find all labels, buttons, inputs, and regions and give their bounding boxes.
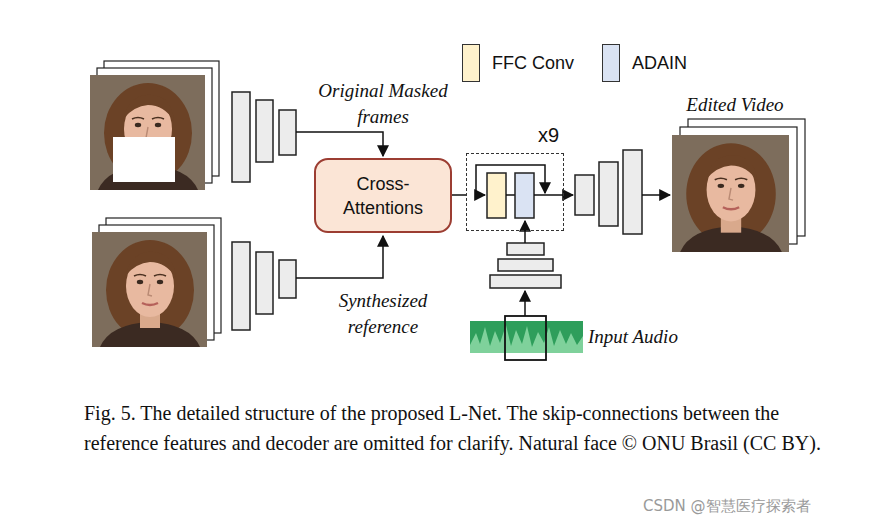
audio-arrow — [524, 291, 526, 316]
node-text: x9 — [538, 124, 559, 147]
legend-text: ADAIN — [632, 53, 687, 74]
audio-window — [505, 316, 546, 360]
legend-swatch — [602, 44, 620, 82]
label-text: Original Masked frames — [318, 80, 447, 127]
legend-item: ADAIN — [602, 44, 687, 82]
label-text: Edited Video — [686, 94, 783, 115]
encoder-block — [279, 110, 296, 155]
audio-block — [490, 275, 561, 288]
audio-label: Input Audio — [588, 324, 708, 350]
encoder-block — [256, 252, 273, 314]
audio-encoder — [490, 243, 561, 288]
face-photo — [672, 135, 789, 252]
face-photo — [90, 75, 205, 190]
attention-box: Cross- Attentions — [314, 158, 452, 233]
waveform-peaks — [470, 325, 583, 353]
label-text: Input Audio — [588, 326, 678, 347]
flow-arrow — [534, 194, 573, 196]
figure-caption: Fig. 5. The detailed structure of the pr… — [84, 402, 821, 454]
audio-waveform — [470, 316, 583, 360]
flow-arrow — [480, 194, 485, 196]
legend-text: FFC Conv — [492, 53, 574, 74]
legend-swatch — [462, 44, 480, 82]
label-text: Synthesized reference — [339, 290, 428, 337]
mask-rect — [113, 137, 175, 182]
adain-block — [515, 173, 534, 218]
audio-block — [507, 243, 544, 255]
decoder — [575, 150, 642, 234]
feature-arrow — [296, 236, 383, 278]
flow-line — [506, 194, 515, 196]
node-text: Cross- Attentions — [330, 172, 436, 220]
flow-connector — [452, 194, 466, 196]
reference-frame-stack — [92, 218, 221, 347]
legend-item: FFC Conv — [462, 44, 574, 82]
waveform-band — [470, 321, 583, 353]
face-photo — [92, 232, 207, 347]
repeat-block: x9 — [466, 153, 564, 231]
output-label: Edited Video — [670, 92, 800, 118]
masked-encoder — [232, 92, 296, 182]
input-label: Original Masked frames — [318, 78, 448, 130]
audio-arrow — [524, 221, 526, 243]
ffc-conv-block — [487, 173, 506, 218]
encoder-block — [279, 260, 296, 298]
label-text: CSDN @智慧医疗探索者 — [643, 497, 811, 515]
reference-encoder — [232, 242, 296, 330]
edited-frame-stack — [672, 119, 805, 252]
figure-caption-box: Fig. 5. The detailed structure of the pr… — [84, 398, 824, 458]
feature-arrow — [296, 132, 383, 156]
encoder-block — [256, 100, 273, 162]
input-label: Synthesized reference — [318, 288, 448, 340]
watermark: CSDN @智慧医疗探索者 — [643, 497, 811, 516]
decoder-block — [575, 175, 594, 215]
decoder-block — [599, 162, 618, 226]
encoder-block — [232, 92, 250, 182]
decoder-block — [623, 150, 642, 234]
audio-block — [498, 259, 553, 271]
output-arrow — [642, 194, 670, 196]
encoder-block — [232, 242, 250, 330]
masked-frame-stack — [90, 61, 219, 190]
